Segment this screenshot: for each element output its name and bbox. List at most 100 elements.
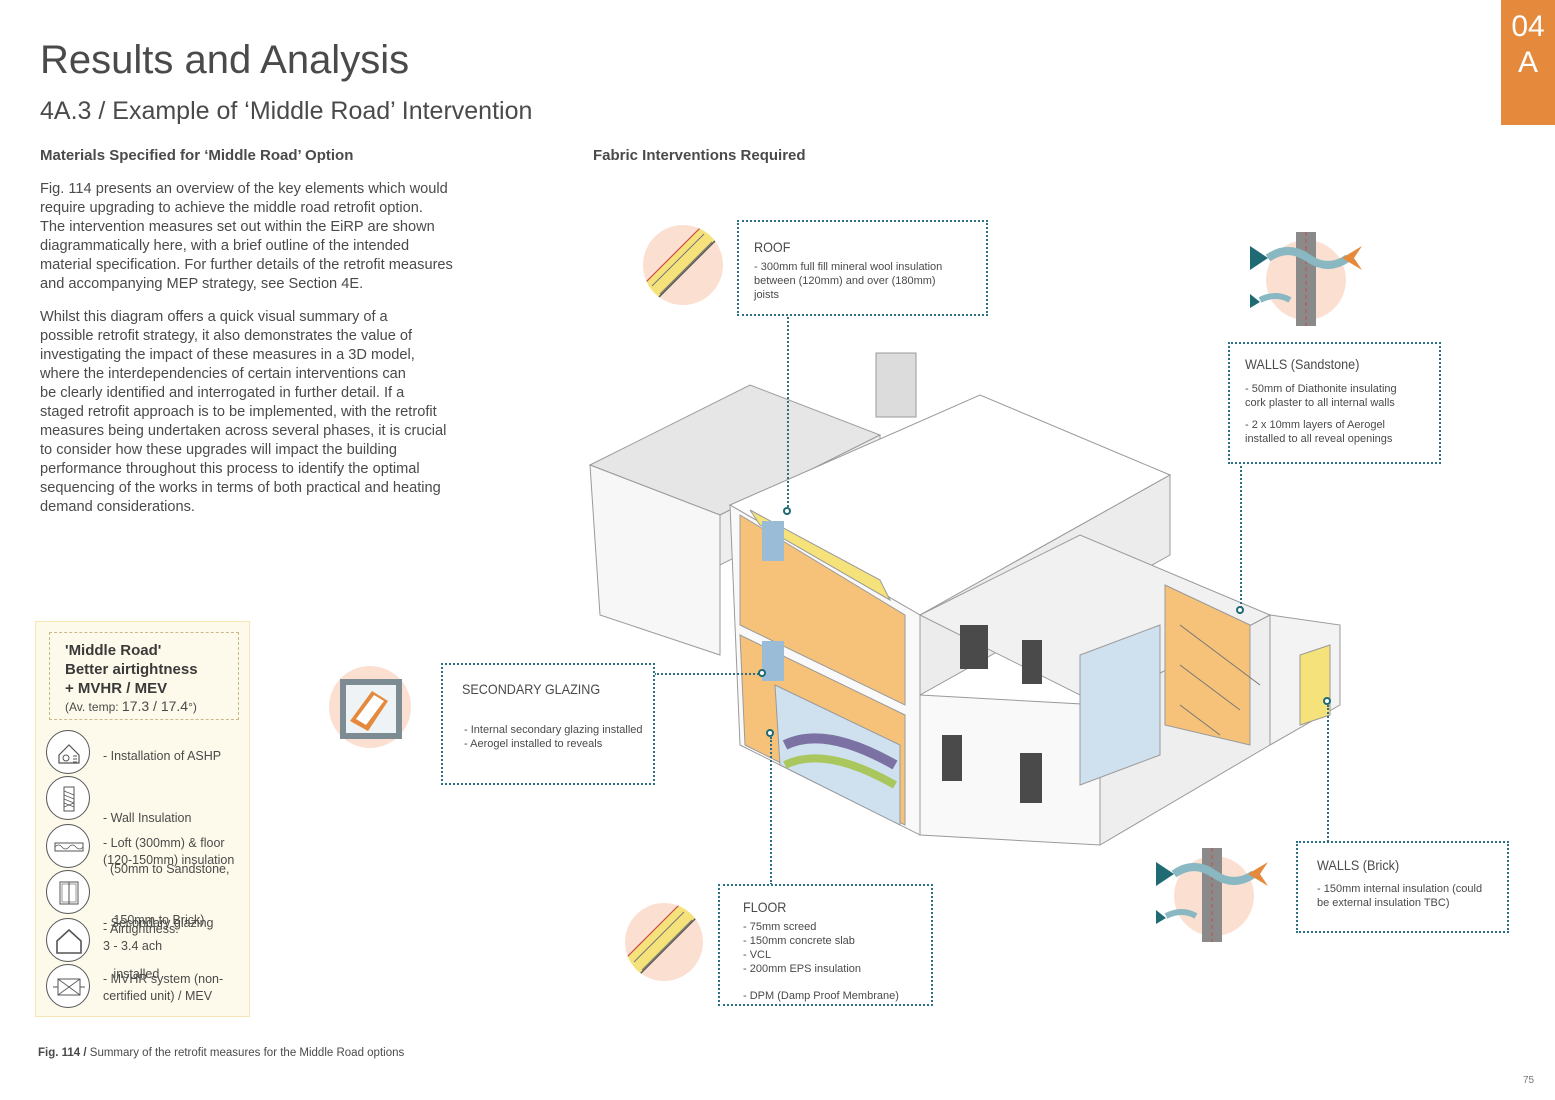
callout-line: - 75mm screed	[743, 921, 817, 933]
text-line: material specification. For further deta…	[40, 257, 453, 273]
temp-suffix: °)	[188, 700, 197, 714]
text-line: Whilst this diagram offers a quick visua…	[40, 309, 388, 325]
walls-brick-callout: WALLS (Brick) - 150mm internal insulatio…	[1296, 841, 1509, 933]
floor-callout: FLOOR - 75mm screed - 150mm concrete sla…	[718, 884, 933, 1006]
text-line: sequencing of the works in terms of both…	[40, 480, 441, 496]
measure-line: certified unit) / MEV	[103, 989, 213, 1003]
paragraph-model-value: Whilst this diagram offers a quick visua…	[40, 308, 472, 517]
left-column-heading: Materials Specified for ‘Middle Road’ Op…	[40, 147, 354, 164]
airtightness-icon	[46, 918, 90, 962]
measure-line: (50mm to Sandstone,	[103, 862, 230, 876]
text-line: investigating the impact of these measur…	[40, 347, 415, 363]
callout-line: - 150mm concrete slab	[743, 935, 855, 947]
text-line: possible retrofit strategy, it also demo…	[40, 328, 413, 344]
measure-wall-insulation: - Wall Insulation (50mm to Sandstone, 15…	[103, 776, 229, 963]
floor-detail-illustration	[625, 903, 703, 981]
measure-ashp: - Installation of ASHP	[103, 748, 221, 765]
figure-label: Fig. 114 /	[38, 1047, 87, 1059]
mvhr-icon	[46, 964, 90, 1008]
roof-callout: ROOF - 300mm full fill mineral wool insu…	[737, 220, 988, 316]
sandstone-leader-line	[1240, 462, 1242, 608]
callout-line: - 2 x 10mm layers of Aerogel	[1245, 419, 1386, 431]
text-line: diagrammatically here, with a brief outl…	[40, 238, 410, 254]
summary-heading-line: 'Middle Road'	[65, 642, 162, 659]
brick-wall-illustration	[1156, 848, 1268, 942]
text-line: The intervention measures set out within…	[40, 219, 435, 235]
ashp-icon	[46, 730, 90, 774]
floor-marker	[766, 729, 774, 737]
section-tab: 04 A	[1501, 0, 1555, 125]
callout-title: ROOF	[754, 239, 791, 255]
callout-line: installed to all reveal openings	[1245, 433, 1393, 445]
summary-heading: 'Middle Road' Better airtightness + MVHR…	[49, 632, 239, 720]
measure-line: - MVHR system (non-	[103, 972, 224, 986]
measure-line: - Loft (300mm) & floor	[103, 836, 225, 850]
measure-line: (120-150mm) insulation	[103, 853, 235, 867]
sandstone-marker	[1236, 606, 1244, 614]
glazing-marker	[758, 669, 766, 677]
right-column-heading: Fabric Interventions Required	[593, 147, 806, 164]
figure-caption-text: Summary of the retrofit measures for the…	[86, 1047, 405, 1059]
callout-title: WALLS (Brick)	[1317, 857, 1400, 873]
measure-line: - Secondary glazing	[103, 916, 214, 930]
sandstone-wall-illustration	[1250, 232, 1362, 326]
text-line: measures being undertaken across several…	[40, 423, 447, 439]
temp-prefix: (Av. temp:	[65, 700, 122, 714]
measure-line: - Wall Insulation	[103, 811, 192, 825]
callout-line: between (120mm) and over (180mm)	[754, 275, 936, 287]
brick-leader-line	[1327, 705, 1329, 842]
measure-loft-floor: - Loft (300mm) & floor (120-150mm) insul…	[103, 835, 234, 869]
callout-line: be external insulation TBC)	[1317, 897, 1450, 909]
measure-line: installed	[103, 967, 160, 981]
page-number: 75	[1523, 1075, 1535, 1086]
temp-value: 17.3 / 17.4	[121, 698, 189, 714]
callout-line: - Aerogel installed to reveals	[464, 738, 603, 750]
section-number: 04	[1511, 10, 1545, 43]
callout-line: - 300mm full fill mineral wool insulatio…	[754, 261, 943, 273]
page-subtitle: 4A.3 / Example of ‘Middle Road’ Interven…	[40, 97, 533, 125]
loft-insulation-icon	[46, 824, 90, 868]
house-axonometric-drawing	[588, 352, 1341, 846]
callout-line: - DPM (Damp Proof Membrane)	[743, 990, 899, 1002]
callout-line: - 200mm EPS insulation	[743, 963, 861, 975]
text-line: demand considerations.	[40, 499, 195, 515]
callout-title: FLOOR	[743, 899, 787, 915]
walls-sandstone-callout: WALLS (Sandstone) - 50mm of Diathonite i…	[1228, 342, 1441, 464]
secondary-glazing-callout: SECONDARY GLAZING - Internal secondary g…	[441, 663, 655, 785]
brick-marker	[1323, 697, 1331, 705]
section-letter: A	[1517, 46, 1538, 79]
measure-line: 3 - 3.4 ach	[103, 939, 163, 953]
measure-line: - Installation of ASHP	[103, 749, 222, 763]
text-line: require upgrading to achieve the middle …	[40, 200, 423, 216]
callout-line: - VCL	[743, 949, 772, 961]
roof-marker	[783, 507, 791, 515]
glazing-detail-illustration	[329, 666, 411, 748]
measure-airtightness: - Airtightness: 3 - 3.4 ach	[103, 921, 179, 955]
glazing-leader-line	[654, 673, 762, 675]
roof-leader-line	[787, 314, 789, 510]
callout-title: SECONDARY GLAZING	[462, 681, 601, 697]
text-line: to consider how these upgrades will impa…	[40, 442, 397, 458]
text-line: be clearly identified and interrogated i…	[40, 385, 405, 401]
measure-line: 150mm to Brick)	[103, 913, 205, 927]
figure-caption: Fig. 114 / Summary of the retrofit measu…	[38, 1047, 404, 1059]
floor-leader-line	[770, 737, 772, 885]
text-line: where the interdependencies of certain i…	[40, 366, 406, 382]
callout-title: WALLS (Sandstone)	[1245, 356, 1360, 372]
secondary-glazing-icon	[46, 870, 90, 914]
summary-heading-line: Better airtightness	[65, 661, 198, 678]
callout-line: cork plaster to all internal walls	[1245, 397, 1395, 409]
roof-detail-illustration	[643, 225, 723, 305]
text-line: Fig. 114 presents an overview of the key…	[40, 181, 448, 197]
measure-line: - Airtightness:	[103, 922, 179, 936]
text-line: performance throughout this process to i…	[40, 461, 420, 477]
text-line: and accompanying MEP strategy, see Secti…	[40, 276, 364, 292]
callout-line: - 50mm of Diathonite insulating	[1245, 383, 1397, 395]
callout-line: joists	[754, 289, 780, 301]
average-temperature: (Av. temp: 17.3 / 17.4°)	[65, 698, 197, 714]
text-line: staged retrofit approach is to be implem…	[40, 404, 437, 420]
wall-insulation-icon	[46, 776, 90, 820]
summary-heading-line: + MVHR / MEV	[65, 680, 168, 697]
callout-line: - Internal secondary glazing installed	[464, 724, 643, 736]
measure-mvhr: - MVHR system (non- certified unit) / ME…	[103, 971, 223, 1005]
